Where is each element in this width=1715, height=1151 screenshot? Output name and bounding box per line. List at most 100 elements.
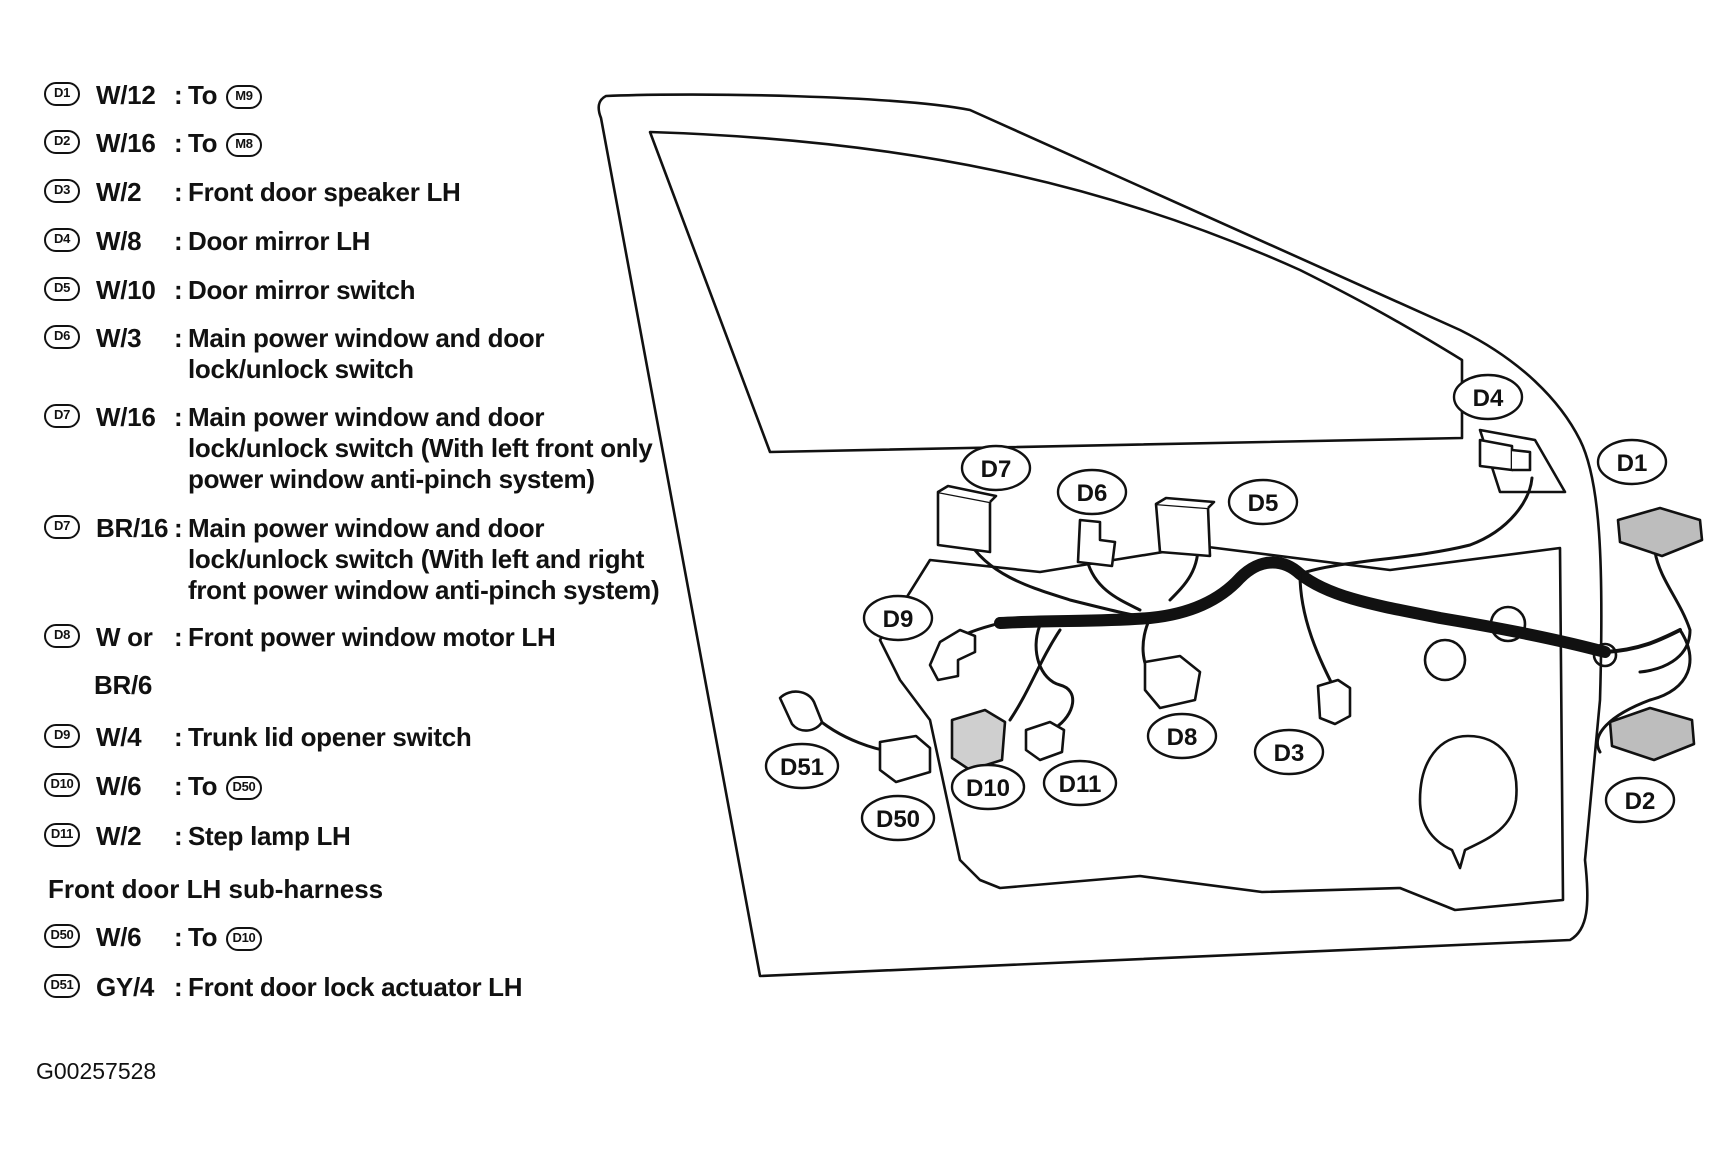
reference-code-badge: D50 [226,776,262,800]
wire-spec: W/16 [96,128,156,158]
speaker-hole [1423,638,1467,682]
callout-oval-d9 [862,594,934,642]
connector-d5 [1154,502,1212,558]
colon-separator: : [174,622,183,652]
colon-separator: : [174,821,183,851]
callout-d1: D1 [1617,450,1648,477]
callout-d9: D9 [883,606,914,633]
callout-d4: D4 [1473,385,1504,412]
connector-d3 [1316,678,1352,726]
connector-d11 [1024,720,1066,762]
wire-d7 [966,538,1152,620]
callout-oval-d50 [860,794,936,842]
connector-description: lock/unlock switch [188,354,414,384]
connector-d8 [1143,654,1202,710]
connector-code-badge: D50 [44,924,80,949]
colon-separator: : [174,177,183,207]
connector-description: Trunk lid opener switch [188,722,472,752]
callout-oval-d5 [1227,478,1299,526]
connector-code-badge: D3 [44,179,80,204]
connector-description: Main power window and door [188,513,545,543]
callout-oval-d1 [1596,438,1668,486]
reference-code-badge: M8 [226,133,262,157]
callout-oval-d8 [1146,712,1218,760]
wire-spec: W or [96,622,153,652]
wire-d1 [1638,550,1692,674]
legend-row: D1 W/12:To M9 [44,80,262,111]
connector-d9 [928,628,977,682]
colon-separator: : [174,972,183,1002]
colon-separator: : [174,402,183,432]
callout-d2: D2 [1625,788,1656,815]
connector-description: To [188,771,218,801]
callout-oval-d10 [950,763,1026,811]
colon-separator: : [174,80,183,110]
colon-separator: : [174,722,183,752]
connector-description: To [188,80,218,110]
connector-d1 [1616,506,1704,558]
window-frame [648,130,1464,454]
callout-d7: D7 [981,456,1012,483]
callout-oval-d4 [1452,373,1524,421]
callout-oval-d7 [960,444,1032,492]
wire-spec: W/3 [96,323,142,353]
main-harness [994,556,1611,658]
connector-code-badge: D1 [44,82,80,107]
connector-description: To [188,128,218,158]
wire-spec: W/6 [96,922,142,952]
connector-code-badge: D5 [44,277,80,302]
reference-code-badge: M9 [226,85,262,109]
connector-code-badge: D11 [44,823,80,848]
callout-d50: D50 [876,806,920,833]
wire-d6 [1085,558,1142,612]
connector-description: Main power window and door [188,323,545,353]
connector-d4 [1478,438,1514,472]
colon-separator: : [174,771,183,801]
wire-spec: W/12 [96,80,156,110]
callout-d6: D6 [1077,480,1108,507]
wire-spec: W/2 [96,821,142,851]
wire-spec: W/6 [96,771,142,801]
connector-code-badge: D8 [44,624,80,649]
connector-code-badge: D6 [44,325,80,350]
callout-oval-d51 [764,742,840,790]
connector-description: Front door lock actuator LH [188,972,523,1002]
callout-d5: D5 [1248,490,1279,517]
connector-description: lock/unlock switch (With left and right [188,544,645,574]
colon-separator: : [174,226,183,256]
wire-spec: W/8 [96,226,142,256]
sub-harness-heading: Front door LH sub-harness [48,874,384,904]
connector-code-badge: D9 [44,724,80,749]
connector-code-badge: D4 [44,228,80,253]
wire-spec: W/4 [96,722,142,752]
connector-code-badge: D7 [44,515,80,540]
door-outline [597,93,1603,978]
callout-d3: D3 [1274,740,1305,767]
colon-separator: : [174,513,183,543]
inner-panel [878,544,1565,912]
connector-d50 [878,734,932,784]
connector-d51 [778,690,824,732]
figure-id: G00257528 [36,1058,157,1084]
connector-d2 [1608,706,1696,762]
callout-oval-d11 [1042,759,1118,807]
connector-d7 [936,490,992,554]
connector-d6 [1076,518,1117,568]
legend-row: D9 W/4:Trunk lid opener switch [44,722,472,753]
wire-spec: W/10 [96,275,156,305]
wire-spec: GY/4 [96,972,155,1002]
connector-d10 [950,708,1007,772]
